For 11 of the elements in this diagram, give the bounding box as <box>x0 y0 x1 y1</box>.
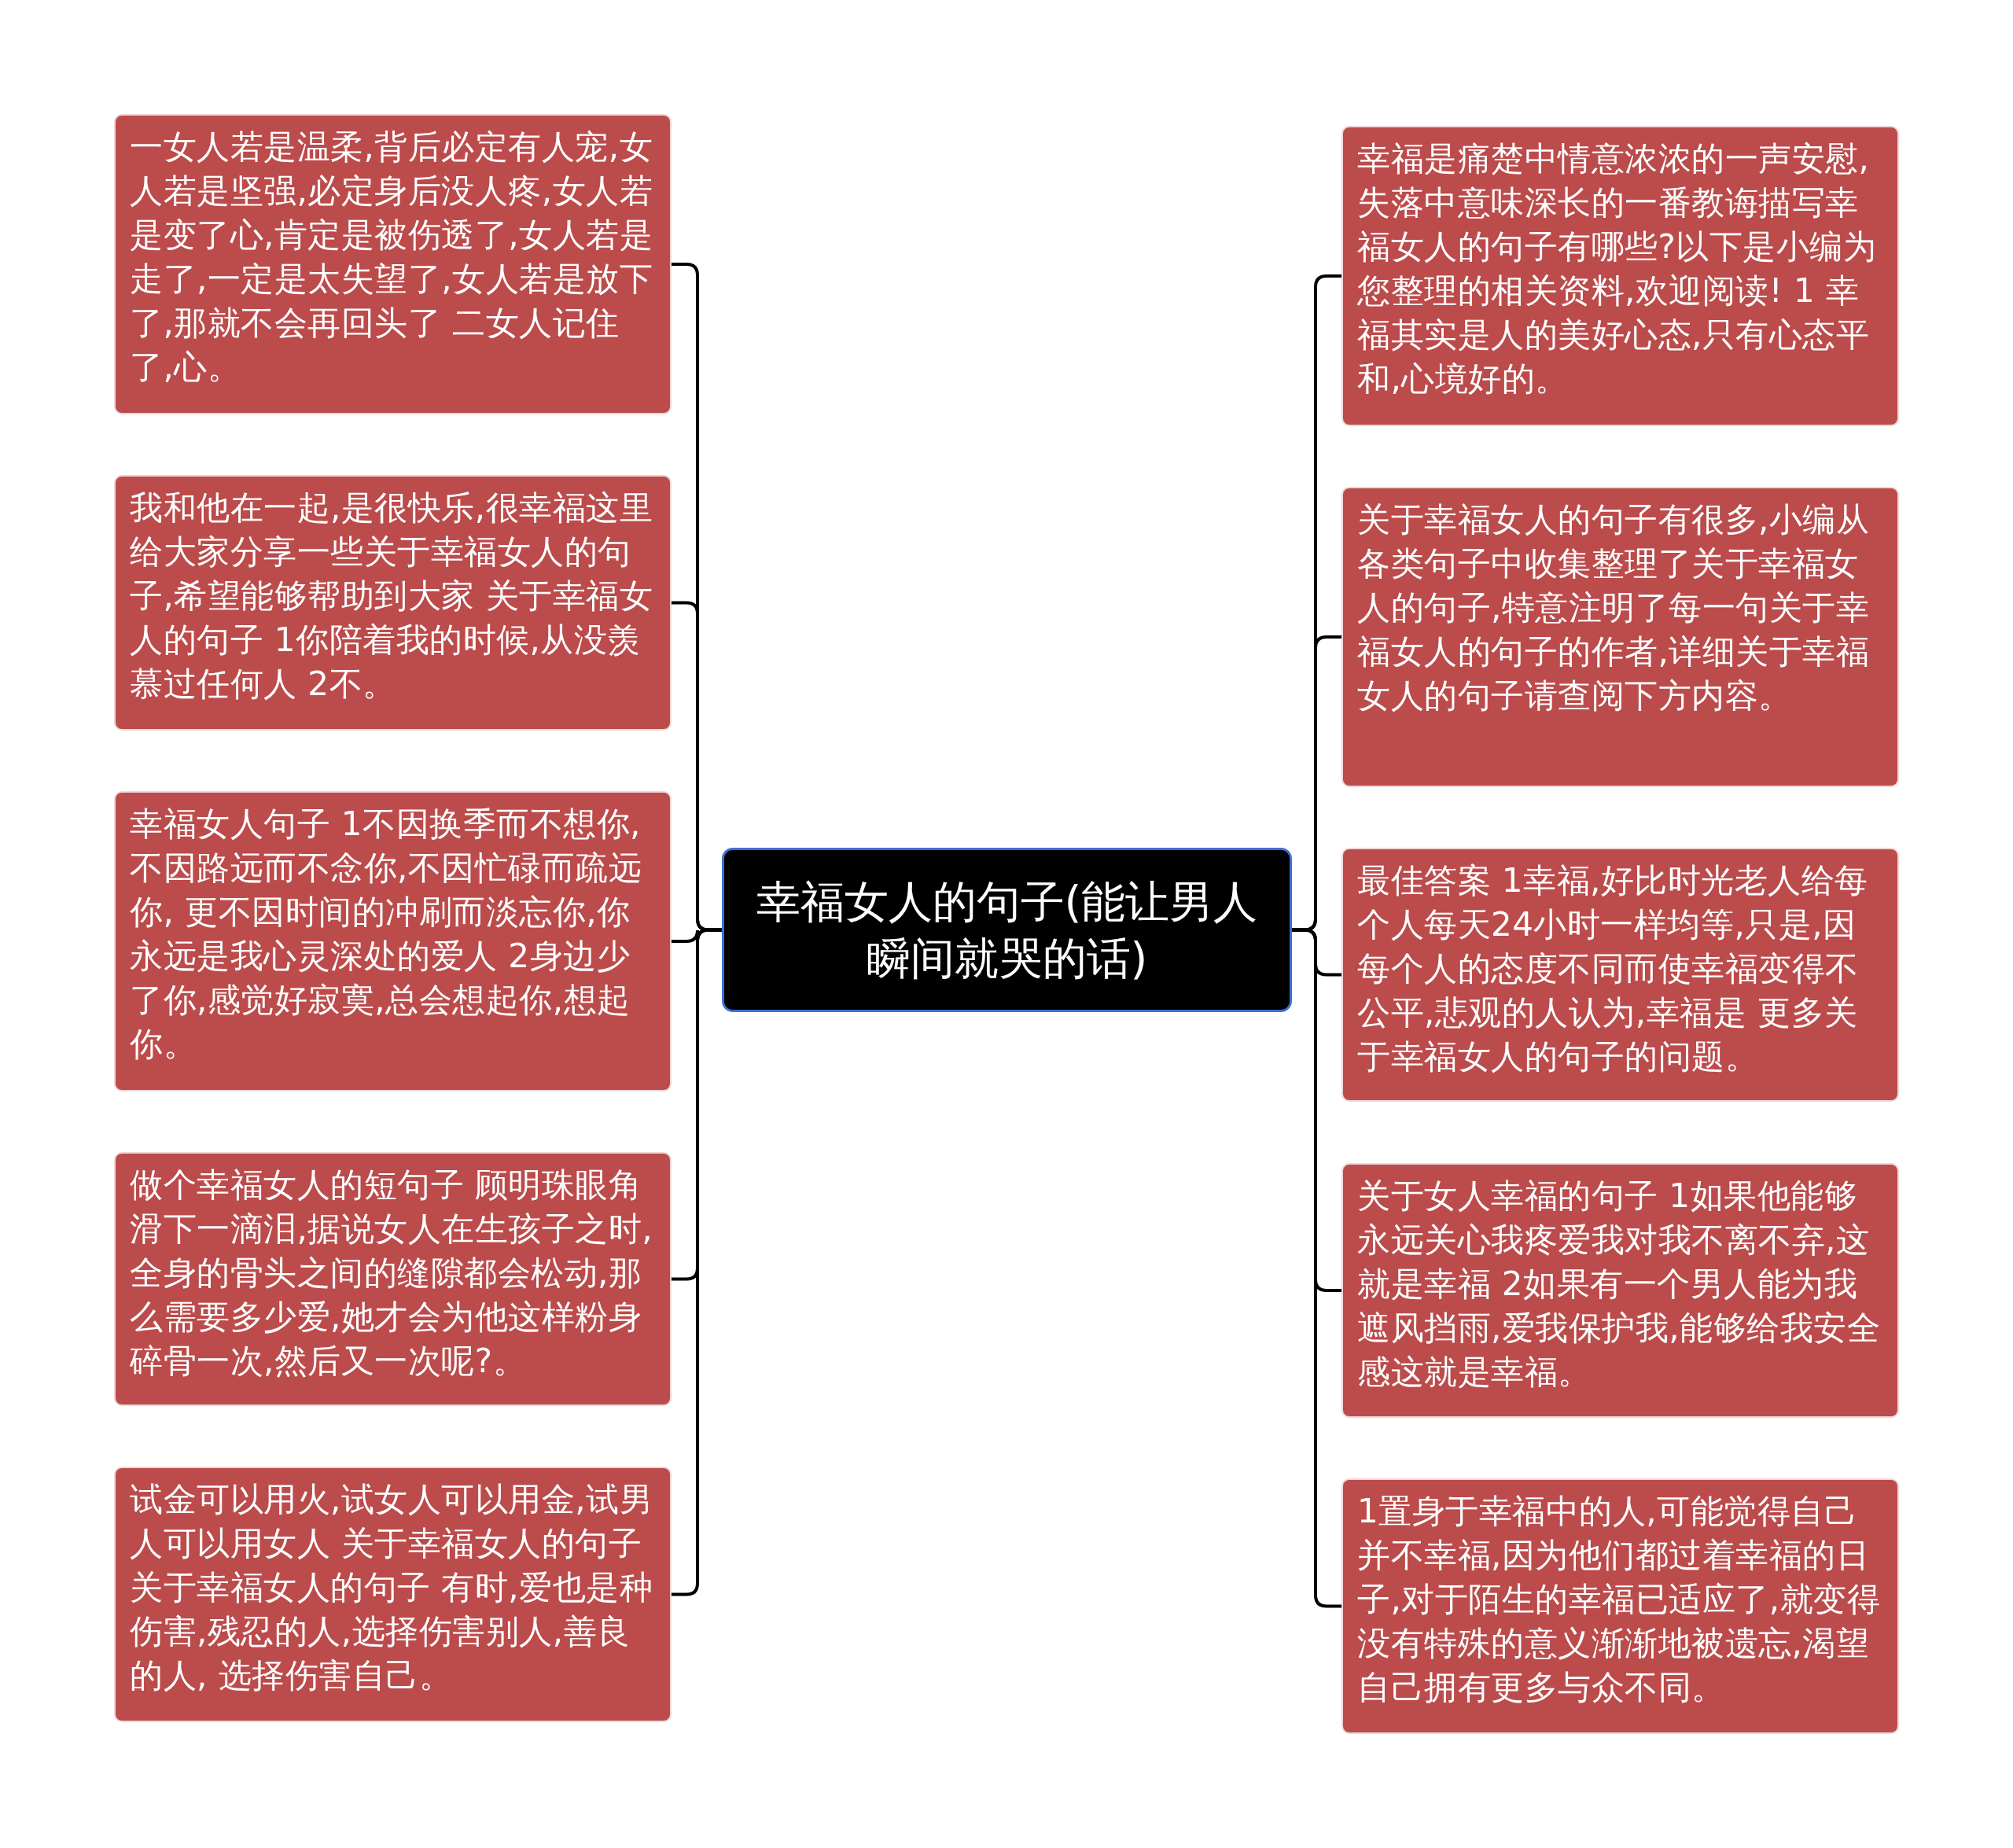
topic-box: 做个幸福女人的短句子 顾明珠眼角滑下一滴泪,据说女人在生孩子之时,全身的骨头之间的缝隙都会松动,那么需要多少爱,她才会为他这样粉身碎骨一次,然后又一次呢?。 <box>114 1152 672 1406</box>
central-topic-box: 幸福女人的句子(能让男人瞬间就哭的话) <box>722 848 1292 1012</box>
topic-box: 我和他在一起,是很快乐,很幸福这里给大家分享一些关于幸福女人的句子,希望能够帮助到大家 关于幸福女人的句子 1你陪着我的时候,从没羡慕过任何人 2不。 <box>114 475 672 731</box>
topic-box: 一女人若是温柔,背后必定有人宠,女人若是坚强,必定身后没人疼,女人若是变了心,肯定是被伤透了,女人若是走了,一定是太失望了,女人若是放下了,那就不会再回头了 二女人记住了,心。 <box>114 114 672 414</box>
topic-box: 最佳答案 1幸福,好比时光老人给每个人每天24小时一样均等,只是,因每个人的态度不同而使幸福变得不公平,悲观的人认为,幸福是 更多关于幸福女人的句子的问题。 <box>1341 848 1899 1102</box>
topic-box: 幸福女人句子 1不因换季而不想你,不因路远而不念你,不因忙碌而疏远你, 更不因时间的冲刷而淡忘你,你永远是我心灵深处的爱人 2身边少了你,感觉好寂寞,总会想起你,想起你。 <box>114 791 672 1091</box>
topic-box: 关于幸福女人的句子有很多,小编从各类句子中收集整理了关于幸福女人的句子,特意注明了每一句关于幸福女人的句子的作者,详细关于幸福女人的句子请查阅下方内容。 <box>1341 487 1899 787</box>
topic-box: 试金可以用火,试女人可以用金,试男人可以用女人 关于幸福女人的句子关于幸福女人的句子 有时,爱也是种伤害,残忍的人,选择伤害别人,善良的人, 选择伤害自己。 <box>114 1467 672 1722</box>
topic-box: 关于女人幸福的句子 1如果他能够永远关心我疼爱我对我不离不弃,这就是幸福 2如果有一个男人能为我遮风挡雨,爱我保护我,能够给我安全感这就是幸福。 <box>1341 1163 1899 1418</box>
topic-box: 1置身于幸福中的人,可能觉得自己并不幸福,因为他们都过着幸福的日子,对于陌生的幸福已适应了,就变得没有特殊的意义渐渐地被遗忘,渴望自己拥有更多与众不同。 <box>1341 1478 1899 1734</box>
topic-box: 幸福是痛楚中情意浓浓的一声安慰,失落中意味深长的一番教诲描写幸福女人的句子有哪些?以下是小编为您整理的相关资料,欢迎阅读! 1 幸福其实是人的美好心态,只有心态平和,心境好的。 <box>1341 126 1899 426</box>
